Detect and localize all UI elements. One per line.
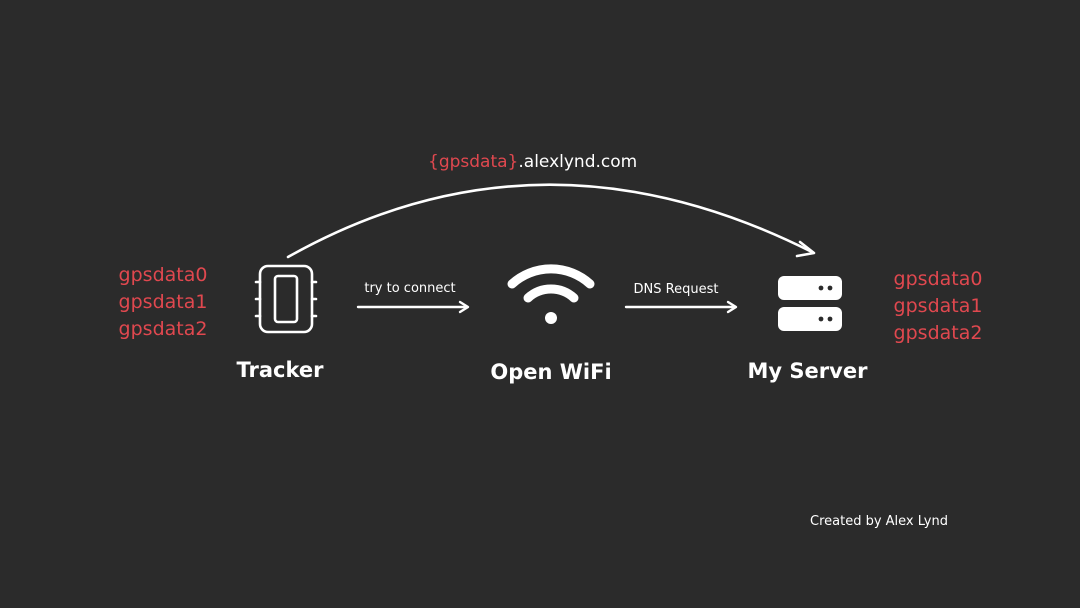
curved-arrow-tracker-to-server: [286, 183, 814, 259]
curved-arrow-head: [795, 240, 816, 258]
tracker-data-item: gpsdata2: [118, 318, 208, 340]
server-data-item: gpsdata2: [893, 322, 983, 344]
domain-suffix: .alexlynd.com: [518, 152, 638, 172]
tracker-device-icon: [254, 264, 318, 334]
tracker-data-item: gpsdata0: [118, 264, 208, 286]
wifi-icon: [507, 264, 595, 324]
arrow-wifi-to-server-head: [726, 300, 738, 314]
edge-label-dns-request: DNS Request: [633, 282, 719, 297]
edge-label-try-to-connect: try to connect: [364, 281, 456, 296]
server-data-item: gpsdata1: [893, 295, 983, 317]
tracker-data-item: gpsdata1: [118, 291, 208, 313]
tracker-data-list: gpsdata0 gpsdata1 gpsdata2: [112, 262, 214, 343]
tracker-label: Tracker: [236, 358, 324, 382]
credit-text: Created by Alex Lynd: [810, 514, 948, 529]
arrow-tracker-to-wifi-head: [458, 300, 470, 314]
server-icon: [778, 276, 842, 331]
domain-label: {gpsdata}.alexlynd.com: [428, 152, 637, 172]
wifi-label: Open WiFi: [490, 360, 612, 384]
server-data-item: gpsdata0: [893, 268, 983, 290]
server-data-list: gpsdata0 gpsdata1 gpsdata2: [887, 266, 989, 347]
server-label: My Server: [747, 359, 868, 383]
domain-prefix: {gpsdata}: [428, 152, 519, 172]
